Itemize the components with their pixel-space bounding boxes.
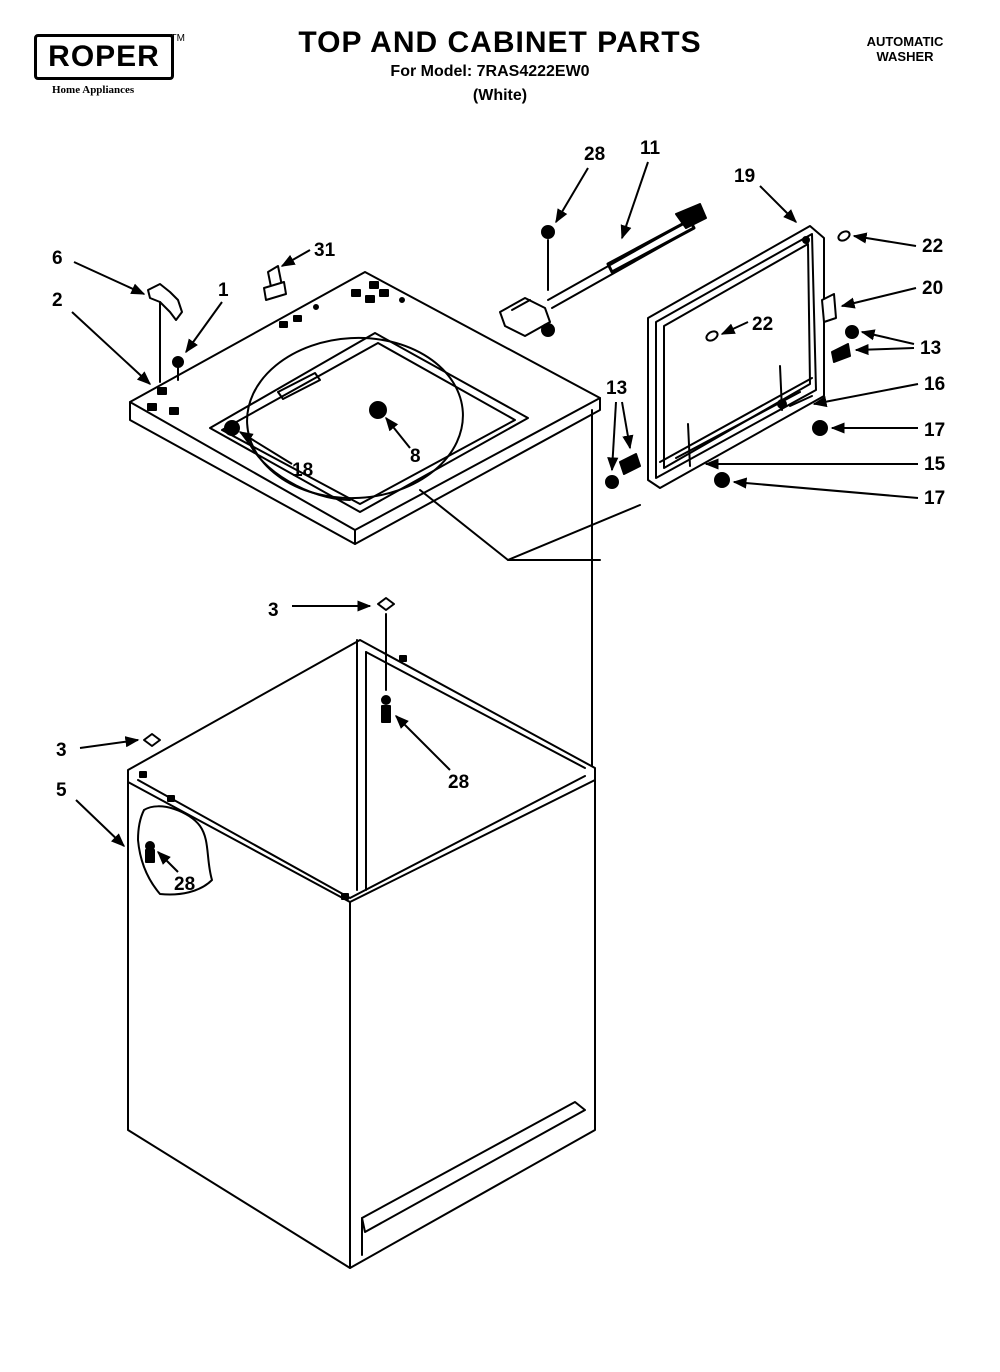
callout-28-cabinet: 28 <box>395 715 469 793</box>
svg-text:6: 6 <box>52 248 63 269</box>
model-number: For Model: 7RAS4222EW0 <box>390 63 590 80</box>
callout-31: 31 <box>280 240 336 267</box>
bumper-part-18 <box>224 420 240 436</box>
callout-11: 11 <box>620 138 661 240</box>
svg-text:13: 13 <box>920 338 941 359</box>
callout-16: 16 <box>812 374 945 408</box>
svg-text:19: 19 <box>734 166 755 187</box>
svg-text:16: 16 <box>924 374 945 395</box>
cabinet-clip-3-upper <box>377 597 395 723</box>
callout-20: 20 <box>840 278 943 309</box>
callout-group: 6 31 1 2 18 8 28 11 <box>52 138 946 895</box>
model-color: (White) <box>472 87 528 104</box>
svg-text:2: 2 <box>52 290 63 311</box>
svg-text:28: 28 <box>448 772 469 793</box>
svg-text:28: 28 <box>584 144 605 165</box>
roper-logo: ROPER TM Home Appliances <box>34 33 185 96</box>
cabinet-clip-3-lower <box>143 733 161 747</box>
clip-part-31 <box>263 265 287 301</box>
appliance-type: AUTOMATIC WASHER <box>850 34 960 64</box>
svg-text:17: 17 <box>924 488 945 509</box>
callout-2: 2 <box>52 290 152 385</box>
svg-text:17: 17 <box>924 420 945 441</box>
callout-13-left: 13 <box>606 378 634 472</box>
brand-trademark: TM <box>170 33 185 44</box>
lid <box>647 225 825 489</box>
callout-22-right: 22 <box>852 232 943 257</box>
bumper-part-8 <box>369 401 387 419</box>
svg-text:18: 18 <box>292 460 313 481</box>
callout-28-breakout: 28 <box>157 851 195 895</box>
lid-switch-harness <box>499 203 707 337</box>
appliance-type-line1: AUTOMATIC <box>866 34 944 49</box>
cabinet <box>127 639 596 1269</box>
svg-text:3: 3 <box>56 740 67 761</box>
svg-text:1: 1 <box>218 280 229 301</box>
callout-15: 15 <box>704 454 946 475</box>
callout-19: 19 <box>734 166 797 223</box>
svg-text:31: 31 <box>314 240 336 261</box>
brand-tagline: Home Appliances <box>52 84 135 96</box>
lid-switch-bracket-part <box>147 283 183 383</box>
screw-part-1 <box>172 356 184 381</box>
svg-text:8: 8 <box>410 446 421 467</box>
callout-3-lower: 3 <box>56 736 140 761</box>
svg-text:15: 15 <box>924 454 946 475</box>
svg-text:3: 3 <box>268 600 279 621</box>
top-panel <box>129 271 641 561</box>
callout-8: 8 <box>385 416 421 467</box>
callout-1: 1 <box>185 280 229 354</box>
callout-18: 18 <box>238 431 313 481</box>
callout-28-switch: 28 <box>555 144 605 224</box>
svg-text:5: 5 <box>56 780 67 801</box>
callout-17-lower: 17 <box>732 477 945 509</box>
roper-logo-box: ROPER TM <box>34 33 185 80</box>
svg-text:11: 11 <box>640 138 661 159</box>
cabinet-screw-28 <box>145 841 155 863</box>
callout-3-upper: 3 <box>268 600 372 621</box>
appliance-type-line2: WASHER <box>876 49 934 64</box>
callout-22-left: 22 <box>720 314 773 335</box>
svg-text:28: 28 <box>174 874 195 895</box>
brand-name: ROPER <box>48 40 160 73</box>
svg-text:22: 22 <box>922 236 943 257</box>
callout-5: 5 <box>56 780 126 847</box>
callout-17-upper: 17 <box>830 420 945 441</box>
lid-hardware <box>605 230 859 489</box>
callout-6: 6 <box>52 248 146 295</box>
svg-text:13: 13 <box>606 378 627 399</box>
callout-13-right: 13 <box>854 329 941 359</box>
svg-text:22: 22 <box>752 314 773 335</box>
page-title: TOP AND CABINET PARTS <box>298 26 702 59</box>
svg-text:20: 20 <box>922 278 943 299</box>
